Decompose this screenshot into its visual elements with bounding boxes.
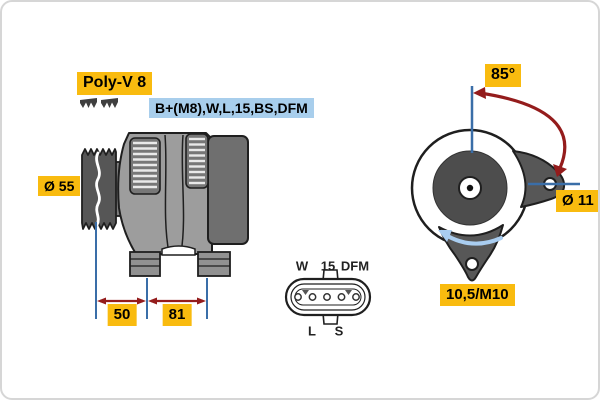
dimension-arrow-81 <box>148 297 206 305</box>
shaft-center-dot <box>466 184 474 192</box>
connector-pin-label-s: S <box>334 323 344 339</box>
mounting-foot-front <box>129 251 161 277</box>
connector-polarity-keys <box>302 290 352 295</box>
dimension-50-label: 50 <box>107 304 137 326</box>
lug-hole-diameter-label: Ø 11 <box>556 190 598 212</box>
belt-type-label: Poly-V 8 <box>77 72 153 95</box>
connector-pin-label-l: L <box>308 323 316 339</box>
connector-pin-label-dfm: DFM <box>340 258 370 274</box>
foot-arch-gap <box>161 245 196 256</box>
angle-label: 85° <box>485 64 522 87</box>
side-view <box>80 98 249 319</box>
front-view <box>410 86 580 282</box>
cooling-fins-rear <box>185 133 209 189</box>
connector-pin-label-15: 15 <box>320 258 336 274</box>
belt-profile-icon <box>80 98 97 108</box>
dimension-81-label: 81 <box>162 304 192 326</box>
pulley-diameter-label: Ø 55 <box>38 176 81 197</box>
connector-pin <box>337 293 346 301</box>
connector-pin-label-w: W <box>295 258 309 274</box>
connector-pin <box>352 293 360 301</box>
mounting-hole-label: 10,5/M10 <box>440 284 515 306</box>
body-contour <box>164 134 170 254</box>
rear-cover <box>207 135 249 245</box>
belt-profile-icon <box>101 98 118 108</box>
connector-pin <box>323 293 331 301</box>
terminal-designation-label: B+(M8),W,L,15,BS,DFM <box>149 98 314 119</box>
pulley-grooved-profile <box>81 148 117 230</box>
dimension-arrow-50 <box>97 297 146 305</box>
pulley <box>81 148 117 230</box>
cooling-fins-front <box>129 137 161 195</box>
alternator-body <box>117 132 249 277</box>
mounting-foot-rear <box>197 251 231 277</box>
connector-pins <box>294 293 360 301</box>
rotation-arrow <box>438 230 503 246</box>
pulley-break-line <box>95 151 101 227</box>
dimension-lines <box>95 222 208 319</box>
lug-hole-bottom <box>465 257 479 271</box>
connector-pin <box>308 293 317 301</box>
connector-pin <box>294 293 302 301</box>
connector-view <box>284 269 372 325</box>
connector-middle-shell <box>290 283 366 311</box>
body-contour <box>180 134 185 254</box>
angle-arc-arrow <box>473 87 567 177</box>
belt-profile-icons <box>80 98 118 108</box>
